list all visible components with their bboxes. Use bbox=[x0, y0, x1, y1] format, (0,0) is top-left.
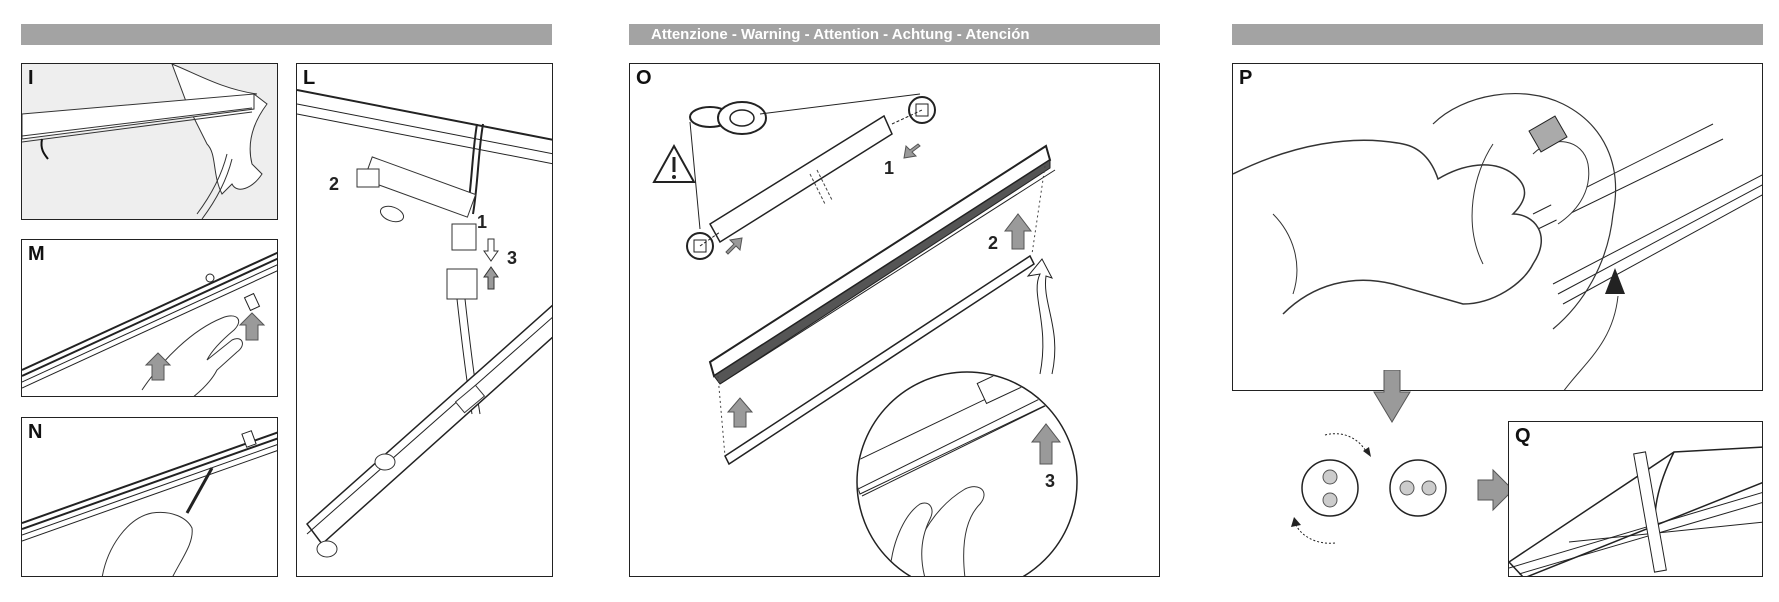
header-bar-left bbox=[21, 24, 552, 45]
panel-i: I bbox=[21, 63, 278, 220]
panel-label: Q bbox=[1515, 425, 1531, 447]
gray-arrow-icon bbox=[725, 237, 743, 255]
panel-label: O bbox=[636, 67, 652, 89]
panel-label: I bbox=[28, 67, 34, 89]
gray-arrow-icon bbox=[1373, 370, 1411, 423]
panel-o: O bbox=[629, 63, 1160, 577]
panel-q: Q bbox=[1508, 421, 1763, 577]
step-number: 2 bbox=[988, 233, 998, 253]
panel-o-illustration: 1 2 3 bbox=[652, 93, 1078, 576]
header-bar-right bbox=[1232, 24, 1763, 45]
panel-n-illustration bbox=[22, 430, 277, 576]
warning-title: Attenzione - Warning - Attention - Achtu… bbox=[651, 26, 1030, 43]
panel-n: N bbox=[21, 417, 278, 577]
panel-p: P bbox=[1232, 63, 1763, 391]
panel-p-illustration bbox=[1233, 93, 1762, 390]
panel-i-illustration bbox=[22, 64, 268, 219]
step-number: 2 bbox=[329, 174, 339, 194]
gray-arrow-icon bbox=[726, 397, 754, 428]
gray-arrow-icon bbox=[1030, 423, 1062, 465]
step-number: 3 bbox=[507, 248, 517, 268]
panel-label: P bbox=[1239, 67, 1253, 89]
gray-arrow-icon bbox=[483, 266, 499, 290]
panel-q-illustration bbox=[1509, 446, 1762, 576]
step-number: 1 bbox=[884, 158, 894, 178]
step-number: 3 bbox=[1045, 471, 1055, 491]
gray-arrow-icon bbox=[483, 238, 499, 262]
panel-label: M bbox=[28, 243, 45, 265]
panel-l: L 2 1 3 bbox=[296, 63, 553, 577]
gray-arrow-icon bbox=[238, 312, 266, 341]
header-bar-warning: Attenzione - Warning - Attention - Achtu… bbox=[629, 24, 1160, 45]
panel-label: L bbox=[303, 67, 316, 89]
panel-label: N bbox=[28, 421, 43, 443]
gray-arrow-icon bbox=[1003, 213, 1033, 250]
rotate-arrows-icon bbox=[1291, 433, 1514, 544]
gray-arrow-icon bbox=[1605, 268, 1625, 294]
panel-l-illustration: 2 1 3 bbox=[297, 89, 552, 558]
warning-triangle-icon bbox=[652, 143, 696, 183]
gray-arrow-icon bbox=[903, 143, 921, 159]
panel-m-illustration bbox=[22, 251, 277, 396]
step-number: 1 bbox=[477, 212, 487, 232]
panel-m: M bbox=[21, 239, 278, 397]
gray-arrow-icon bbox=[144, 352, 172, 381]
